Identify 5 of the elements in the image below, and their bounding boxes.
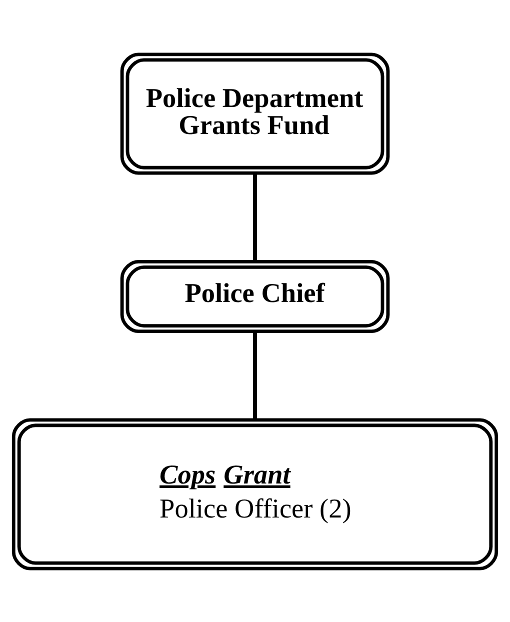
connector [252, 173, 258, 262]
node-box: Cops Grant Police Officer (2) [12, 418, 498, 570]
connector [252, 330, 258, 420]
node-box: Police Department Grants Fund [120, 52, 390, 174]
node-box: Police Chief [120, 260, 390, 332]
